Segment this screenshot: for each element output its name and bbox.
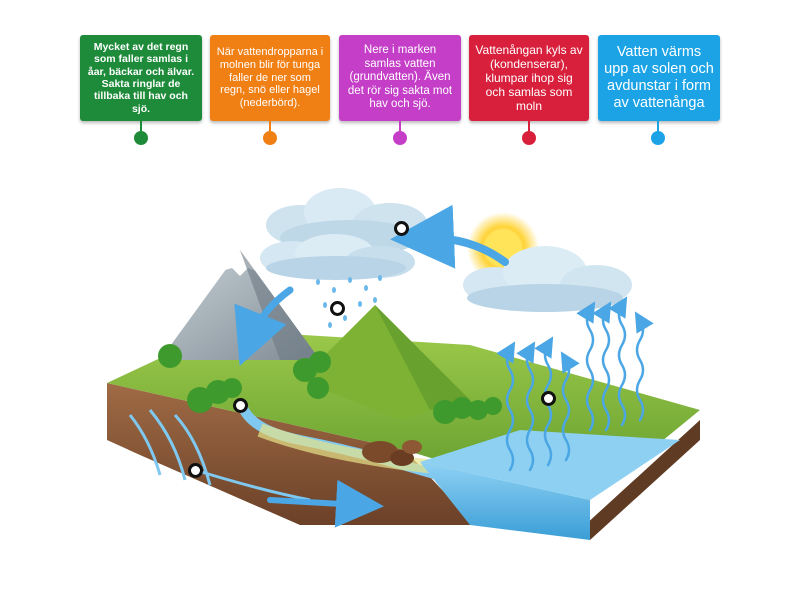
cloud-left-icon [260,234,415,280]
trees-icon [158,344,502,424]
evaporation-arrows-icon [496,296,654,472]
drop-target-cloud[interactable] [394,221,409,236]
condensation-arrow-icon [390,204,509,269]
label-card-evaporation[interactable]: Vatten värms upp av solen och avdunstar … [598,35,720,121]
pin-stem-evaporation [657,121,659,136]
label-text-rivers: Mycket av det regn som faller samlas i å… [87,40,195,115]
pin-stem-condensation [528,121,530,136]
label-text-groundwater: Nere i marken samlas vatten (grundvatten… [347,44,453,111]
label-card-condensation[interactable]: Vattenångan kyls av (kondenserar), klump… [469,35,589,121]
pin-precipitation[interactable] [263,131,277,145]
label-card-groundwater[interactable]: Nere i marken samlas vatten (grundvatten… [339,35,461,121]
label-text-evaporation: Vatten värms upp av solen och avdunstar … [604,43,714,112]
groundwater-streams [128,409,311,502]
label-card-precipitation[interactable]: När vattendropparna i molnen blir för tu… [210,35,330,121]
soil-side [585,420,700,540]
runoff-arrow-icon [234,286,294,366]
rocks-icon [362,440,422,466]
drop-target-rain[interactable] [330,301,345,316]
label-card-rivers[interactable]: Mycket av det regn som faller samlas i å… [80,35,202,121]
pin-rivers[interactable] [134,131,148,145]
pin-evaporation[interactable] [651,131,665,145]
pin-stem-rivers [140,121,142,136]
drop-target-river[interactable] [233,398,248,413]
drop-target-evaporation[interactable] [541,391,556,406]
label-text-condensation: Vattenångan kyls av (kondenserar), klump… [475,42,583,114]
label-text-precipitation: När vattendropparna i molnen blir för tu… [216,45,324,110]
groundwater-arrow-icon [267,479,384,528]
pin-condensation[interactable] [522,131,536,145]
pin-stem-groundwater [399,121,401,136]
lake [420,462,590,540]
pin-groundwater[interactable] [393,131,407,145]
drop-target-groundwater[interactable] [188,463,203,478]
pin-stem-precipitation [269,121,271,136]
